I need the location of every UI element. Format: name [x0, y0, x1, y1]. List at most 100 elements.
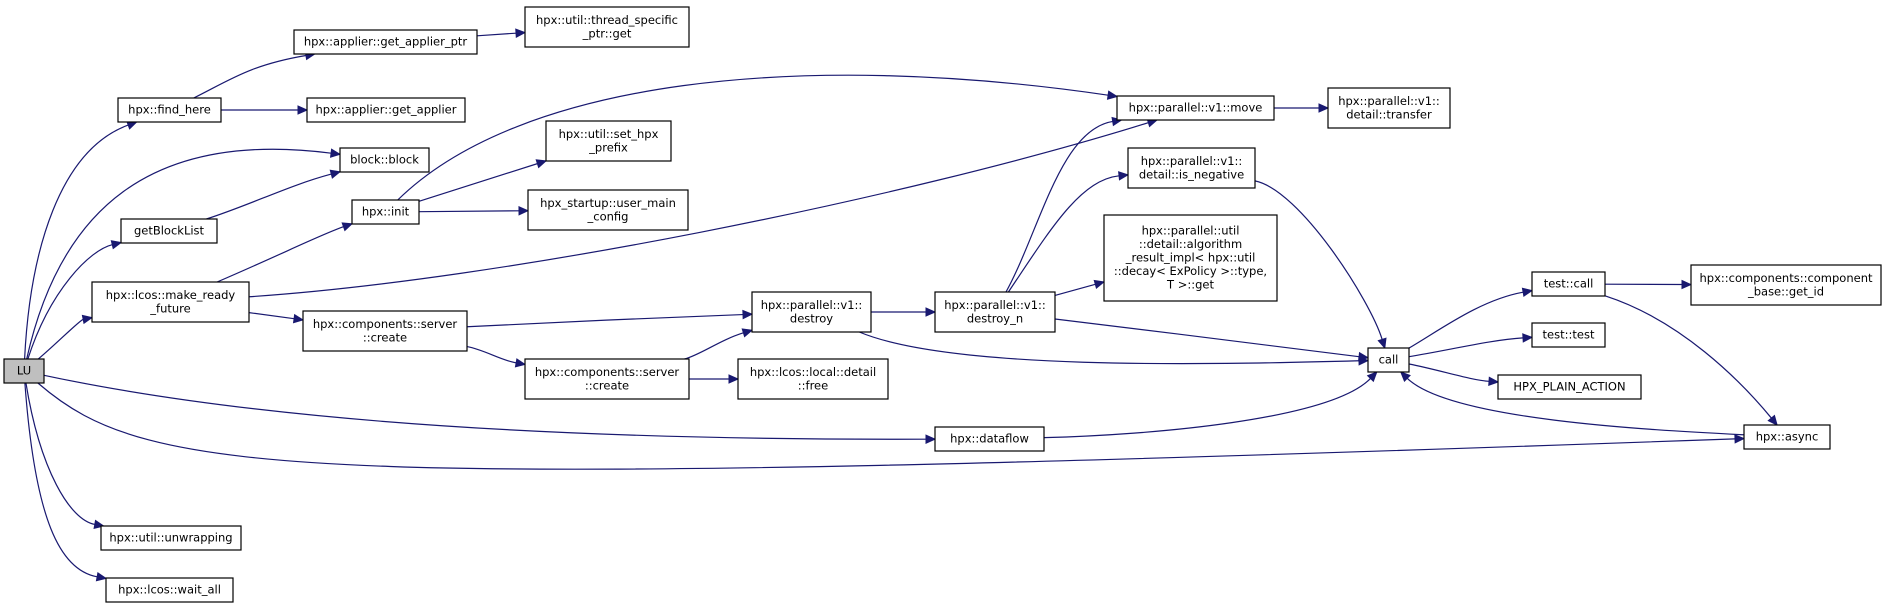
arrowhead — [1318, 103, 1330, 113]
edge-LU-to-wait_all — [24, 382, 108, 582]
node-box — [737, 358, 889, 400]
node-box — [1103, 214, 1278, 302]
edge-call-to-plain_action — [1408, 363, 1500, 387]
node-destroy-n[interactable]: hpx::parallel::v1::destroy_n — [934, 291, 1056, 333]
edge-test_call-to-get_id — [1604, 279, 1693, 290]
node-label-line: hpx::util::thread_specific — [536, 13, 678, 27]
node-server-create1[interactable]: hpx::components::server::create — [302, 310, 468, 352]
edge-line — [1408, 337, 1524, 358]
arrowhead — [329, 169, 342, 179]
edge-test_call-to-async — [1604, 295, 1778, 426]
edge-destroy_n-to-algo_get — [1054, 279, 1106, 297]
node-label-line: ::detail::algorithm — [1139, 237, 1242, 251]
edge-destroy_n-to-call — [1054, 318, 1370, 362]
arrowhead — [81, 314, 94, 325]
node-label-line: hpx::parallel::v1:: — [1338, 94, 1440, 108]
node-label-line: hpx::util::set_hpx — [559, 127, 659, 141]
node-make-ready-future[interactable]: hpx::lcos::make_ready_future — [91, 281, 250, 323]
node-destroy[interactable]: hpx::parallel::v1::destroy — [751, 291, 872, 333]
node-label-line: hpx::components::server — [313, 317, 458, 331]
node-label-line: ::free — [798, 378, 828, 392]
node-box — [934, 291, 1056, 333]
node-label-line: block::block — [350, 153, 419, 167]
node-dataflow[interactable]: hpx::dataflow — [934, 426, 1045, 452]
node-label-line: destroy_n — [967, 311, 1023, 325]
arrowhead — [742, 309, 754, 320]
node-tsp-get[interactable]: hpx::util::thread_specific_ptr::get — [524, 6, 690, 48]
edge-line — [1007, 175, 1120, 293]
node-init[interactable]: hpx::init — [351, 199, 420, 225]
node-label-line: detail::is_negative — [1139, 167, 1244, 181]
nodes-layer: LU hpx::find_here hpx::applier::get_applie… — [3, 6, 1882, 603]
node-unwrapping[interactable]: hpx::util::unwrapping — [100, 525, 242, 551]
node-test-test[interactable]: test::test — [1531, 322, 1606, 348]
node-find-here[interactable]: hpx::find_here — [117, 97, 222, 123]
edge-line — [1254, 180, 1383, 340]
node-get-applier[interactable]: hpx::applier::get_applier — [306, 97, 466, 123]
edge-init-to-set_hpx_prefix — [418, 159, 548, 202]
node-user-main-config[interactable]: hpx_startup::user_main_config — [527, 189, 689, 231]
edge-server_create1-to-destroy — [466, 309, 754, 328]
node-label-line: _future — [149, 301, 190, 315]
node-box — [1327, 87, 1451, 129]
arrowhead — [514, 358, 527, 368]
edge-line — [26, 148, 332, 360]
node-box — [91, 281, 250, 323]
node-plain-action[interactable]: HPX_PLAIN_ACTION — [1497, 374, 1642, 400]
edge-LU-to-block — [26, 148, 342, 360]
edge-destroy_n-to-is_negative — [1007, 171, 1130, 293]
node-label-line: hpx::parallel::v1:: — [1141, 154, 1243, 168]
edge-line — [25, 382, 95, 526]
edge-init-to-move — [397, 74, 1119, 201]
node-get-applier-ptr[interactable]: hpx::applier::get_applier_ptr — [293, 29, 478, 55]
node-LU[interactable]: LU — [3, 358, 45, 384]
node-wait-all[interactable]: hpx::lcos::wait_all — [105, 577, 234, 603]
edge-line — [1005, 120, 1113, 293]
node-label-line: hpx::parallel::v1::move — [1129, 101, 1263, 115]
edge-call-to-test_call — [1408, 287, 1534, 349]
edge-get_applier_ptr-to-tsp_get — [476, 28, 527, 38]
node-get-id[interactable]: hpx::components::component_base::get_id — [1690, 264, 1882, 306]
node-getBlockList[interactable]: getBlockList — [120, 218, 218, 244]
edge-line — [1406, 377, 1745, 436]
node-local-free[interactable]: hpx::lcos::local::detail::free — [737, 358, 889, 400]
edge-line — [476, 32, 517, 37]
arrowhead — [1734, 434, 1746, 444]
edge-call-to-test_test — [1408, 333, 1534, 358]
node-transfer[interactable]: hpx::parallel::v1::detail::transfer — [1327, 87, 1451, 129]
node-label-line: hpx::parallel::v1:: — [944, 298, 1046, 312]
edge-make_ready_future-to-init — [216, 222, 354, 283]
node-is-negative[interactable]: hpx::parallel::v1::detail::is_negative — [1127, 147, 1256, 189]
node-box — [3, 358, 45, 384]
edge-line — [248, 122, 1149, 298]
node-box — [306, 97, 466, 123]
node-box — [1497, 374, 1642, 400]
edge-line — [24, 382, 98, 578]
node-label-line: hpx::util::unwrapping — [109, 531, 232, 545]
node-algo-get[interactable]: hpx::parallel::util::detail::algorithm_r… — [1103, 214, 1278, 302]
node-async[interactable]: hpx::async — [1743, 424, 1831, 450]
node-label-line: hpx::lcos::local::detail — [750, 365, 876, 379]
arrowhead — [1488, 376, 1500, 387]
edge-server_create1-to-server_create2 — [466, 345, 527, 368]
node-block[interactable]: block::block — [339, 147, 430, 173]
node-box — [293, 29, 478, 55]
node-box — [1367, 347, 1410, 373]
node-test-call[interactable]: test::call — [1531, 271, 1606, 297]
node-move[interactable]: hpx::parallel::v1::move — [1116, 95, 1275, 121]
node-box — [120, 218, 218, 244]
edge-LU-to-async — [37, 382, 1746, 470]
node-server-create2[interactable]: hpx::components::server::create — [524, 358, 690, 400]
arrowhead — [110, 240, 123, 250]
node-set-hpx-prefix[interactable]: hpx::util::set_hpx_prefix — [545, 120, 672, 162]
edge-destroy-to-destroy_n — [871, 307, 937, 317]
arrowhead — [518, 206, 530, 216]
node-label-line: test::call — [1544, 277, 1594, 291]
edge-find_here-to-get_applier — [221, 105, 309, 115]
node-call[interactable]: call — [1367, 347, 1410, 373]
node-label-line: hpx::parallel::v1:: — [761, 298, 863, 312]
node-label-line: hpx::find_here — [128, 103, 211, 117]
arrowhead — [1106, 90, 1119, 100]
arrowhead — [329, 148, 342, 158]
